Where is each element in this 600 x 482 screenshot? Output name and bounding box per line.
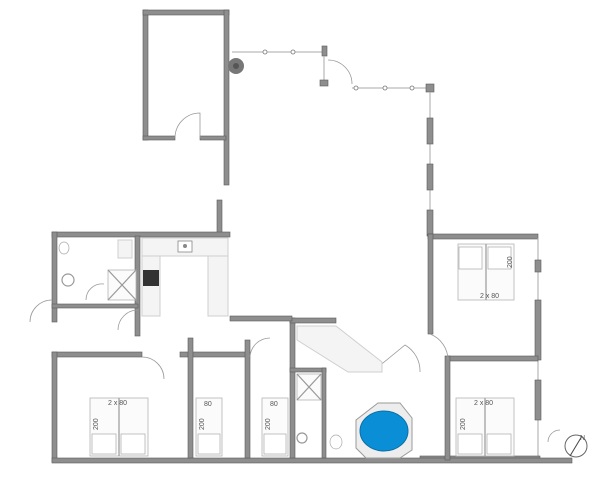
bed-right: 2 x 80 200 [455, 397, 515, 457]
compass-icon: N [564, 434, 588, 458]
bed-size-label: 80 [270, 401, 278, 408]
walls [51, 9, 573, 464]
bed-size-label: 2 x 80 [108, 400, 127, 407]
bed-length-label: 200 [93, 418, 100, 430]
bathroom-left [58, 239, 137, 301]
bed-left: 2 x 80 200 [89, 397, 149, 457]
bed-length-label: 200 [460, 418, 467, 430]
pool-icon [359, 410, 409, 452]
stove-icon [143, 270, 159, 286]
kitchen [141, 237, 229, 317]
bed-size-label: 2 x 80 [474, 400, 493, 407]
bed-length-label: 200 [507, 256, 514, 268]
bed-size-label: 2 x 80 [480, 293, 499, 300]
hot-tub [355, 402, 413, 459]
compass-north-label: N [580, 435, 585, 442]
fireplace-icon [228, 58, 244, 74]
hall-unit [296, 325, 383, 450]
bed-length-label: 200 [265, 418, 272, 430]
doors [29, 59, 561, 443]
window-markers [262, 49, 415, 91]
bed-length-label: 200 [199, 418, 206, 430]
bed-room2: 80 200 [195, 397, 223, 457]
bed-top-right: 2 x 80 200 [457, 243, 515, 301]
bed-size-label: 80 [204, 401, 212, 408]
bed-room3: 80 200 [261, 397, 289, 457]
